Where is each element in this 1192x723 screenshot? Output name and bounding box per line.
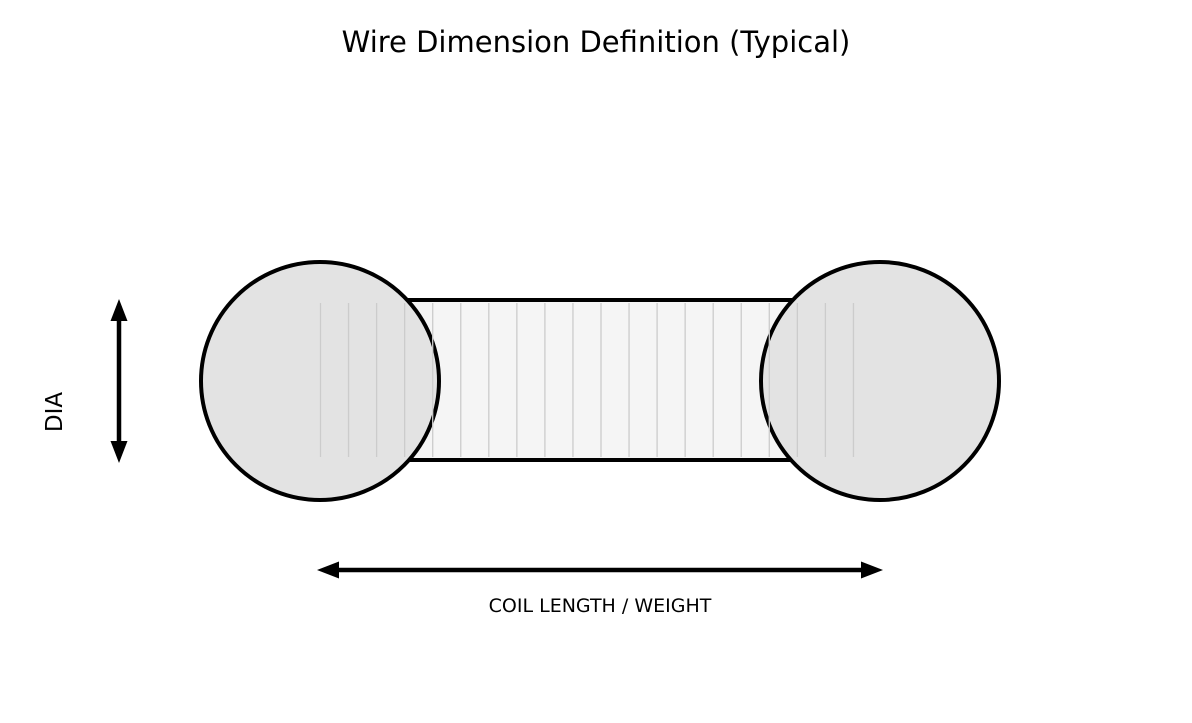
length-arrow-head-left [317,561,339,579]
length-arrow-head-right [861,561,883,579]
diagram-title: Wire Dimension Definition (Typical) [342,25,851,59]
dia-label: DIA [42,392,68,432]
hatch-lines [319,303,855,457]
length-dimension-arrow [317,561,883,579]
dia-dimension-arrow [110,299,128,463]
length-label: COIL LENGTH / WEIGHT [489,595,712,617]
coil-end-right [759,260,1001,502]
dia-arrow-head-top [110,299,128,321]
dia-arrow-head-bottom [110,441,128,463]
